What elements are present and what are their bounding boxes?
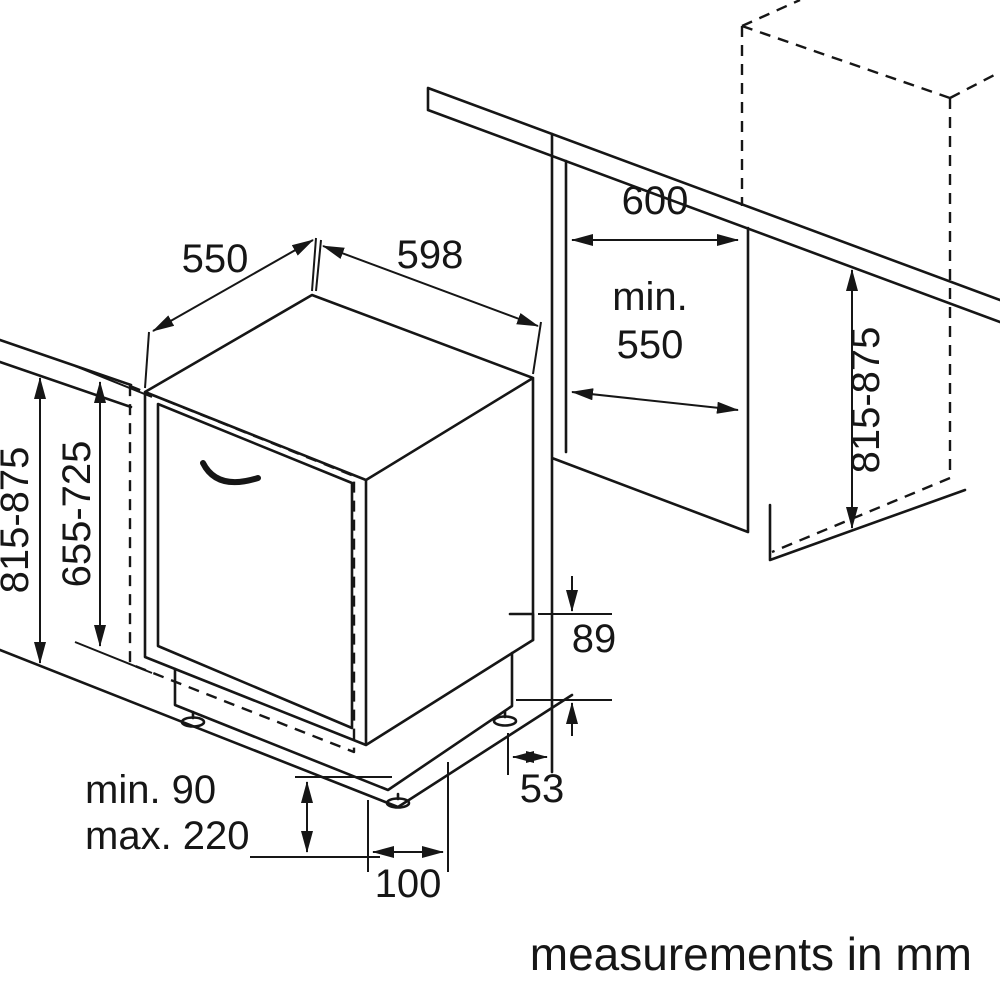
dim-depth: 550 [144, 237, 317, 389]
foot-left [180, 716, 206, 728]
worktop-right [426, 86, 1000, 324]
niche-right-solid [550, 132, 967, 774]
dim-width-ext [315, 239, 542, 375]
label-depth: 550 [182, 237, 249, 281]
dishwasher-door [156, 402, 354, 730]
dim-width: 598 [315, 233, 542, 375]
dim-width-arrow [322, 245, 539, 327]
label-niche-depth-value: 550 [617, 323, 684, 367]
dim-door-height-ext [74, 365, 153, 674]
worktop-left [0, 338, 133, 409]
label-niche-depth-prefix: min. [612, 275, 688, 319]
label-niche-height: 815-875 [844, 327, 888, 474]
label-foot-inset: 100 [375, 862, 442, 906]
dishwasher-body [143, 293, 535, 747]
label-rear-foot-offset: 53 [520, 767, 565, 811]
niche-outline-left [128, 384, 356, 754]
dim-appliance-height: 815-875 [0, 377, 46, 664]
label-door-height: 655-725 [55, 441, 99, 588]
dim-plinth-height: min. 90 max. 220 [85, 768, 392, 858]
dim-rear-clearance-ext [516, 613, 612, 701]
footnote-measurements: measurements in mm [530, 928, 972, 980]
label-rear-clearance: 89 [572, 617, 617, 661]
worktop-left-lines [0, 338, 133, 409]
niche-right-dashed [740, 0, 1000, 554]
feet-stems [191, 709, 507, 801]
label-niche-width: 600 [622, 179, 689, 223]
dim-depth-arrow [152, 239, 314, 332]
niche-outline-left-lines [128, 384, 356, 754]
dim-niche-depth: min. 550 [571, 275, 739, 414]
dim-rear-clearance: 89 [516, 576, 616, 736]
dim-niche-height: 815-875 [844, 269, 888, 529]
label-plinth-min: min. 90 [85, 768, 216, 812]
worktop-right-lines [426, 86, 1000, 324]
dim-door-height: 655-725 [55, 365, 153, 674]
dim-plinth-ext [250, 776, 392, 858]
foot-front [385, 797, 411, 809]
dim-foot-inset: 100 [367, 762, 449, 906]
niche-right [550, 0, 1000, 774]
label-plinth-max: max. 220 [85, 814, 250, 858]
dim-niche-width: 600 [571, 179, 739, 246]
label-width: 598 [397, 233, 464, 277]
label-appliance-height: 815-875 [0, 447, 37, 594]
dim-foot-inset-ext [367, 762, 449, 872]
dishwasher-plinth [173, 612, 535, 792]
door-handle [200, 460, 261, 486]
dishwasher [143, 293, 535, 809]
foot-right [492, 715, 518, 727]
dim-rear-foot-offset: 53 [507, 733, 565, 811]
dim-niche-depth-arrow [571, 388, 739, 414]
